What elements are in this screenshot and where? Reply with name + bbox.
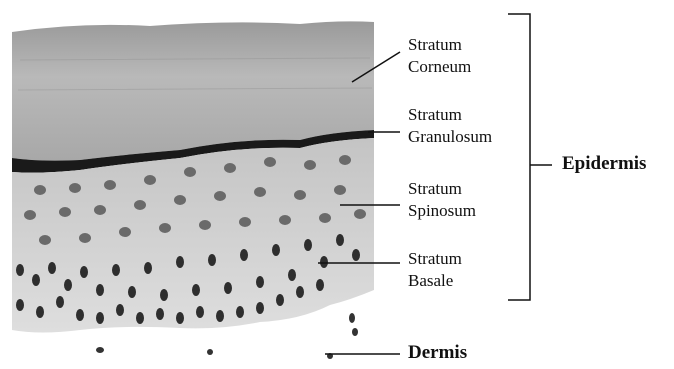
label-stratum-spinosum: Stratum Spinosum: [408, 178, 476, 222]
label-epidermis: Epidermis: [562, 153, 646, 175]
epidermis-bracket: [508, 14, 552, 300]
label-stratum-corneum: Stratum Corneum: [408, 34, 471, 78]
label-stratum-basale: Stratum Basale: [408, 248, 462, 292]
label-stratum-granulosum: Stratum Granulosum: [408, 104, 492, 148]
label-dermis: Dermis: [408, 342, 467, 364]
